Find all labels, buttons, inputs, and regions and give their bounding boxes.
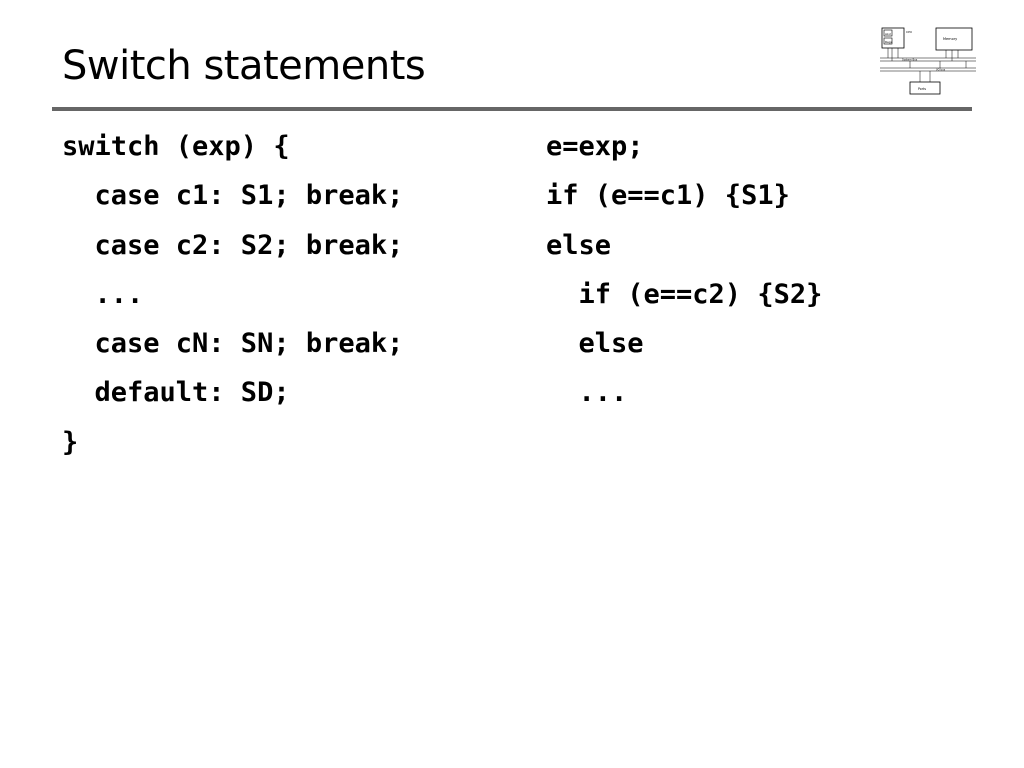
memory-box: [935, 27, 973, 51]
computer-architecture-diagram: ALU Regs CPU Memory System Bus I/O bus P…: [880, 27, 976, 95]
system-bus-label: System Bus: [902, 58, 918, 62]
code-line: case c1: S1; break;: [62, 180, 404, 212]
alu-label: ALU: [885, 32, 891, 36]
code-line: switch (exp) {: [62, 131, 290, 162]
ports-box: [909, 81, 941, 95]
title-divider: [52, 107, 972, 111]
code-line: case c2: S2; break;: [62, 229, 404, 261]
code-line: else: [546, 229, 612, 261]
cpu-label: CPU: [906, 30, 912, 34]
code-line: if (e==c2) {S2}: [546, 278, 823, 310]
switch-code-block: switch (exp) { case c1: S1; break; case …: [62, 122, 403, 467]
code-line: case cN: SN; break;: [62, 328, 404, 360]
code-line: }: [62, 426, 79, 458]
alu-box: [883, 29, 893, 37]
io-bus-label: I/O bus: [936, 68, 946, 72]
code-line: ...: [546, 377, 628, 409]
regs-box: [883, 37, 893, 45]
code-line: default: SD;: [62, 377, 290, 409]
code-line: ...: [62, 278, 144, 310]
if-else-code-block: e=exp; if (e==c1) {S1} else if (e==c2) {S2…: [546, 122, 822, 418]
regs-label: Regs: [885, 40, 893, 44]
slide-title: Switch statements: [62, 43, 426, 89]
ports-label: Ports: [918, 87, 926, 91]
memory-label: Memory: [943, 37, 957, 41]
code-line: if (e==c1) {S1}: [546, 180, 790, 212]
code-line: else: [546, 328, 644, 360]
code-line: e=exp;: [546, 131, 644, 162]
